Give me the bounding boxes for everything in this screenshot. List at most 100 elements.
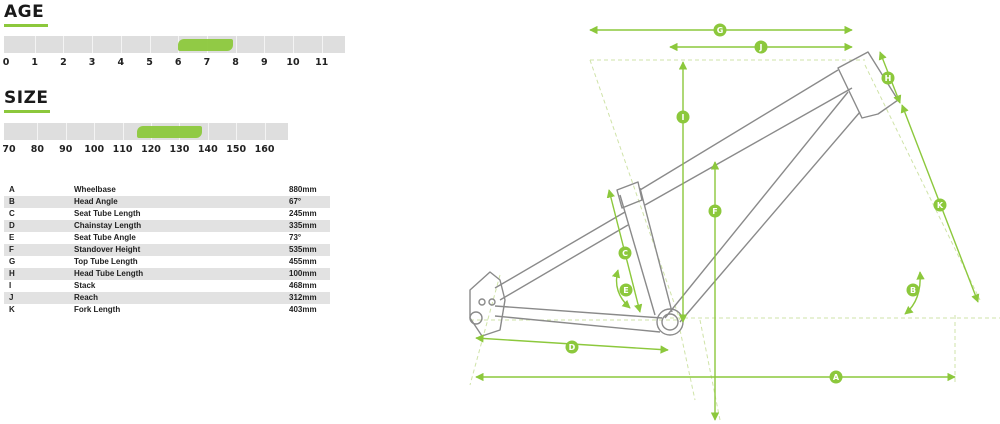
- age-tick: [321, 36, 323, 53]
- size-tick: [94, 123, 96, 140]
- badge-e: E: [619, 283, 633, 297]
- svg-text:J: J: [759, 43, 763, 52]
- age-label: 0: [2, 57, 10, 68]
- badge-a: A: [829, 370, 843, 384]
- size-range-highlight: [136, 126, 203, 138]
- size-label: 120: [141, 144, 161, 155]
- size-tick: [122, 123, 124, 140]
- size-label: 100: [84, 144, 105, 155]
- age-tick: [63, 36, 65, 53]
- geometry-letter: I: [9, 281, 12, 290]
- age-label: 2: [60, 57, 67, 68]
- dimension-arc-e: [611, 269, 631, 309]
- svg-text:B: B: [910, 286, 916, 295]
- geometry-name: Fork Length: [74, 305, 121, 314]
- svg-text:D: D: [569, 343, 576, 352]
- age-title: AGE: [4, 2, 45, 22]
- geometry-letter: H: [4, 268, 69, 280]
- age-label: 3: [88, 57, 96, 68]
- size-title: SIZE: [4, 88, 49, 108]
- geometry-value: 67°: [284, 196, 330, 208]
- geometry-letter: A: [9, 185, 15, 194]
- geometry-letter: E: [9, 233, 15, 242]
- age-label: 6: [174, 57, 182, 68]
- size-tick: [264, 123, 266, 140]
- geometry-letter: B: [4, 196, 69, 208]
- geometry-name: Reach: [69, 292, 284, 304]
- geometry-value: 468mm: [289, 281, 317, 290]
- badge-d: D: [565, 340, 579, 354]
- geometry-value: 312mm: [284, 292, 330, 304]
- geometry-value: 73°: [289, 233, 302, 242]
- age-tick: [293, 36, 294, 53]
- geometry-name: Stack: [74, 281, 96, 290]
- geometry-row: I Stack 468mm: [4, 280, 330, 292]
- geometry-value: 455mm: [289, 257, 317, 266]
- svg-text:F: F: [712, 207, 717, 216]
- badge-h: H: [881, 71, 895, 85]
- size-tick: [65, 123, 67, 140]
- age-label: 8: [232, 57, 239, 68]
- age-label: 5: [146, 57, 153, 68]
- badge-k: K: [933, 198, 947, 212]
- geometry-value: 535mm: [284, 244, 330, 256]
- geometry-row: A Wheelbase 880mm: [4, 184, 330, 196]
- badge-g: G: [713, 23, 727, 37]
- size-label: 110: [112, 144, 133, 155]
- geometry-name: Top Tube Length: [74, 257, 138, 266]
- frame-geometry-diagram: G J I F H K C E B D A: [469, 23, 1000, 421]
- geometry-letter: G: [9, 257, 16, 266]
- svg-text:C: C: [622, 249, 628, 258]
- geometry-row: G Top Tube Length 455mm: [4, 256, 330, 268]
- size-label: 160: [254, 144, 275, 155]
- geometry-name: Standover Height: [69, 244, 284, 256]
- geometry-name: Seat Tube Angle: [74, 233, 136, 242]
- age-tick: [264, 36, 266, 53]
- svg-text:K: K: [937, 201, 944, 210]
- geometry-value: 403mm: [289, 305, 317, 314]
- svg-text:E: E: [623, 286, 628, 295]
- age-range-bar: [4, 36, 345, 53]
- size-range-bar: [4, 123, 288, 140]
- reference-lines: [469, 59, 1000, 421]
- age-tick: [235, 36, 237, 53]
- geometry-letter: F: [4, 244, 69, 256]
- age-label: 11: [315, 57, 329, 68]
- size-label: 140: [197, 144, 218, 155]
- geometry-name: Wheelbase: [74, 185, 116, 194]
- geometry-name: Chainstay Length: [69, 220, 284, 232]
- size-label: 130: [169, 144, 190, 155]
- dimension-badges: G J I F H K C E B D A: [565, 23, 947, 384]
- badge-b: B: [906, 283, 920, 297]
- age-label: 9: [260, 57, 268, 68]
- age-title-underline: [4, 24, 48, 27]
- dimension-arc-b: [904, 271, 925, 315]
- dimension-arrows: [475, 25, 980, 421]
- size-tick: [207, 123, 209, 140]
- geometry-value: 100mm: [284, 268, 330, 280]
- svg-text:H: H: [885, 74, 892, 83]
- age-tick: [92, 36, 94, 53]
- geometry-letter: J: [4, 292, 69, 304]
- geometry-value: 880mm: [289, 185, 317, 194]
- size-label: 150: [226, 144, 247, 155]
- geometry-name: Seat Tube Length: [74, 209, 141, 218]
- svg-text:I: I: [682, 113, 685, 122]
- size-label: 90: [59, 144, 73, 155]
- age-range-highlight: [178, 39, 233, 51]
- svg-text:G: G: [717, 26, 724, 35]
- badge-c: C: [618, 246, 632, 260]
- geometry-value: 245mm: [289, 209, 317, 218]
- badge-f: F: [708, 204, 722, 218]
- age-label: 4: [117, 57, 125, 68]
- size-tick: [37, 123, 39, 140]
- age-tick: [34, 36, 36, 53]
- geometry-row: E Seat Tube Angle 73°: [4, 232, 330, 244]
- geometry-value: 335mm: [284, 220, 330, 232]
